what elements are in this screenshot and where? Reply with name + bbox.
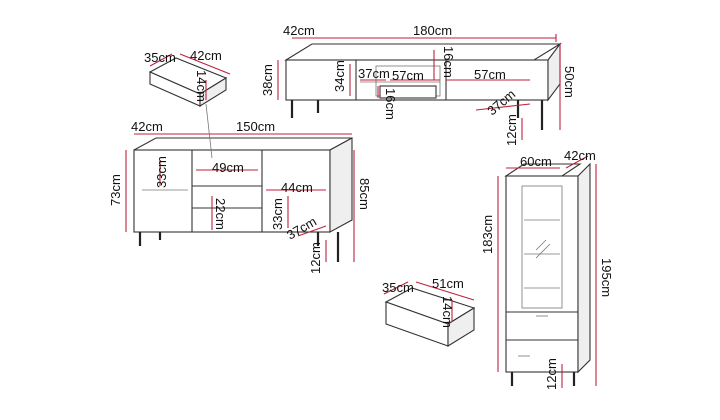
drawer-large-width-label: 51cm [432, 276, 464, 291]
sideboard-left-height-label: 33cm [154, 156, 169, 188]
sideboard-leg-height-label: 12cm [308, 242, 323, 274]
tv-stand-leg-height-label: 12cm [504, 114, 519, 146]
tv-stand-top [284, 43, 562, 61]
showcase [497, 155, 597, 388]
showcase-depth-label: 42cm [564, 148, 596, 163]
sideboard-width-label: 150cm [236, 119, 275, 134]
tv-stand-inner-height-label: 34cm [332, 60, 347, 92]
tv-stand-shelf-depth-label: 37cm [358, 66, 390, 81]
sideboard-side [329, 137, 353, 233]
sideboard-body [133, 149, 331, 233]
drawer-small-height-label: 14cm [194, 70, 209, 102]
showcase-leg-height-label: 12cm [544, 358, 559, 390]
sideboard-top [133, 137, 353, 151]
tv-stand-drawer-height-label: 16cm [441, 46, 456, 78]
tv-stand-height-label: 50cm [562, 66, 577, 98]
tv-stand-width-label: 180cm [413, 23, 452, 38]
sideboard [125, 103, 355, 262]
sideboard-height-label: 85cm [357, 178, 372, 210]
tv-stand-side [547, 42, 561, 102]
showcase-body [505, 175, 579, 373]
drawer-large [383, 281, 476, 347]
showcase-body-height-label: 183cm [480, 215, 495, 254]
drawer-large-height-label: 14cm [440, 296, 455, 328]
drawer-small-depth-label: 35cm [144, 50, 176, 65]
drawer-small-width-label: 42cm [190, 48, 222, 63]
sideboard-body-height-label: 73cm [108, 174, 123, 206]
sideboard-drawer-height-label: 22cm [213, 198, 228, 230]
sideboard-compartment-width-label: 44cm [281, 180, 313, 195]
sideboard-right-height-label: 33cm [270, 198, 285, 230]
sideboard-depth-label: 42cm [131, 119, 163, 134]
tv-stand-open-height-label: 16cm [383, 88, 398, 120]
drawer-small [148, 53, 231, 107]
showcase-width-label: 60cm [520, 154, 552, 169]
showcase-side [577, 162, 591, 374]
showcase-height-label: 195cm [599, 258, 614, 297]
tv-stand-depth-label: 42cm [283, 23, 315, 38]
drawer-large-depth-label: 35cm [382, 280, 414, 295]
drawer-large-side [447, 307, 475, 347]
sideboard-drawer-width-label: 49cm [212, 160, 244, 175]
tv-stand-compartment-right-label: 57cm [474, 67, 506, 82]
tv-stand-body-height-label: 38cm [260, 64, 275, 96]
tv-stand-compartment-left-label: 57cm [392, 68, 424, 83]
tv-stand [277, 34, 562, 140]
